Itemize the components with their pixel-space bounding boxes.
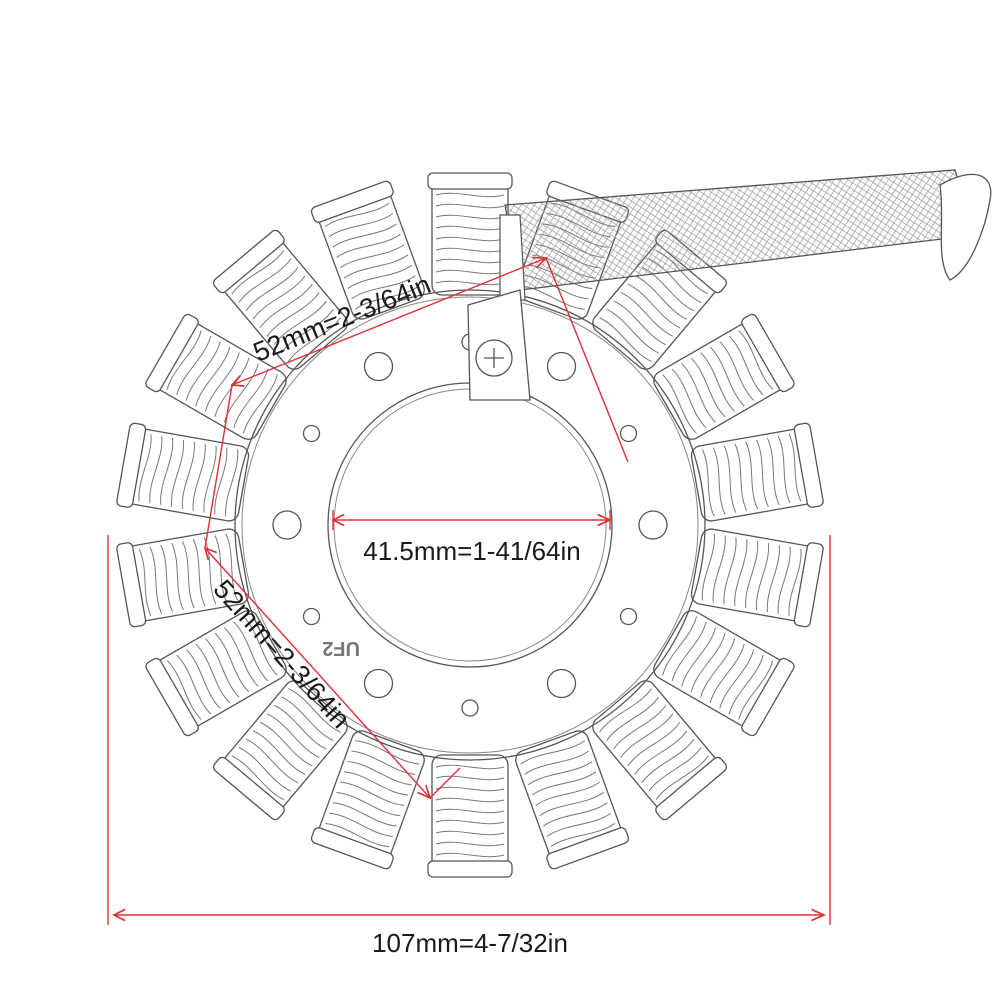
part-stamp: UF2 [322, 637, 360, 659]
bolt-hole [619, 424, 638, 443]
outer-diameter-label: 107mm=4-7/32in [372, 928, 568, 958]
bolt-hole [461, 699, 479, 717]
coil-pole [653, 610, 795, 737]
stator-poles [116, 172, 824, 878]
bolt-hole [638, 510, 668, 540]
bolt-hole [272, 510, 302, 540]
bolt-circle-top-line [232, 258, 546, 385]
bolt-hole [302, 607, 321, 626]
bolt-hole [619, 607, 638, 626]
coil-pole [427, 754, 513, 878]
bolt-hole [546, 668, 577, 699]
dimension-lines [107, 258, 831, 925]
bolt-hole [363, 668, 394, 699]
bolt-hole [302, 424, 321, 443]
inner-diameter-label: 41.5mm=1-41/64in [363, 536, 581, 566]
coil-pole [592, 680, 728, 821]
coil-pole [116, 422, 250, 522]
bolt-hole [546, 351, 577, 382]
coil-pole [145, 313, 287, 440]
coil-pole [653, 313, 795, 440]
coil-pole [690, 528, 824, 628]
coil-pole [515, 730, 630, 870]
bolt-circle-left-line [205, 548, 430, 798]
coil-pole [690, 422, 824, 522]
bolt-hole [363, 351, 394, 382]
